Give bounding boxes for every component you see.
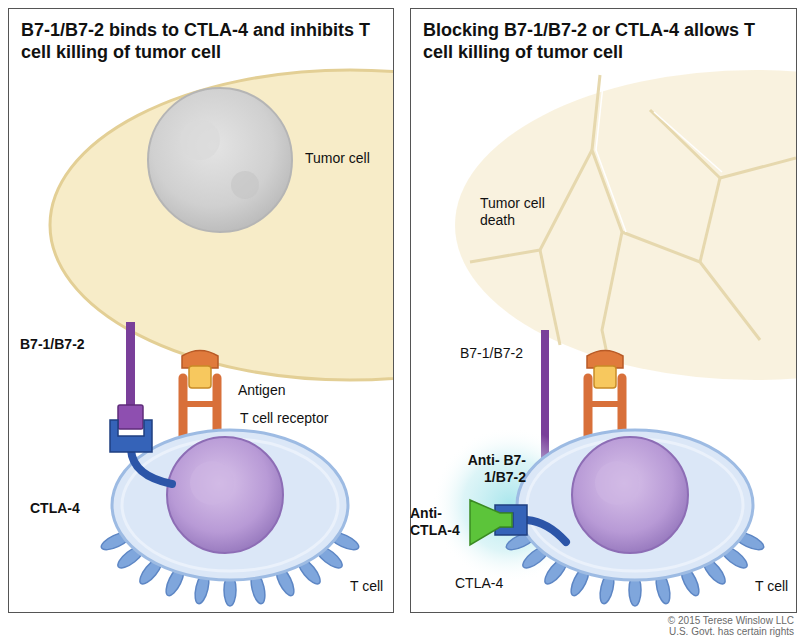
part-label: Antigen (238, 382, 285, 399)
panel-box: B7-1/B7-2 binds to CTLA-4 and inhibits T… (8, 8, 394, 613)
part-label: T cell (350, 578, 383, 595)
part-label: Tumor cell (305, 150, 370, 167)
part-label: B7-1/B7-2 (20, 336, 85, 353)
part-label: Anti- CTLA-4 (410, 505, 466, 539)
part-label: B7-1/B7-2 (460, 345, 523, 362)
copyright-note: © 2015 Terese Winslow LLC (668, 615, 794, 626)
part-label: CTLA-4 (30, 500, 80, 517)
part-label: T cell receptor (240, 410, 328, 427)
panel-heading: Blocking B7-1/B7-2 or CTLA-4 allows T ce… (411, 9, 796, 73)
part-label: Tumor cell death (480, 195, 560, 229)
copyright-note: U.S. Govt. has certain rights (669, 626, 794, 637)
part-label: Anti- B7-1/B7-2 (436, 452, 526, 486)
part-label: T cell (755, 578, 788, 595)
panel-box: Blocking B7-1/B7-2 or CTLA-4 allows T ce… (410, 8, 797, 613)
panel-heading: B7-1/B7-2 binds to CTLA-4 and inhibits T… (9, 9, 393, 73)
part-label: CTLA-4 (455, 575, 503, 592)
